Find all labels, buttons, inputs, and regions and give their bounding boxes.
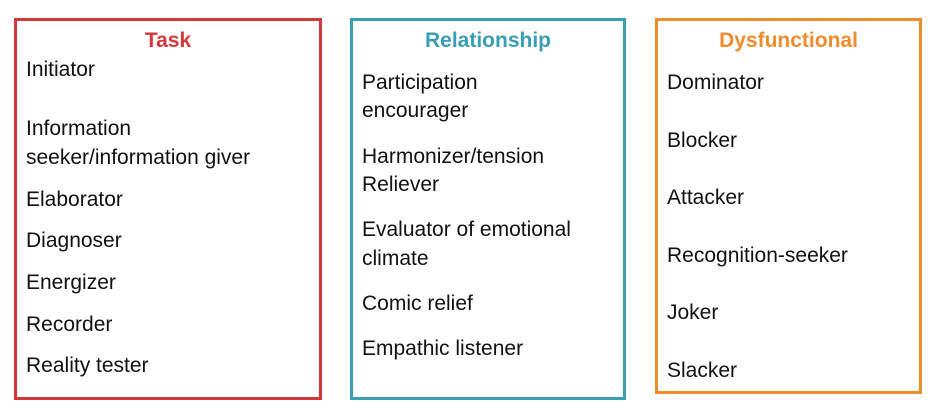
task-role-item: Initiator [26,58,95,81]
task-role-item: Recorder [26,313,113,336]
dysfunctional-role-item: Recognition-seeker [667,244,848,267]
relationship-role-item-line: Harmonizer/tension [362,145,545,168]
relationship-role-item: Comic relief [362,292,473,315]
relationship-role-item-line: Evaluator of emotional [362,218,571,241]
relationship-role-item: Empathic listener [362,337,524,360]
relationship-roles-title: Relationship [424,29,551,52]
task-role-item-line: Information [26,117,132,140]
task-role-item: Reality tester [26,354,149,377]
task-role-item-line: seeker/information giver [26,146,251,169]
dysfunctional-role-item: Joker [667,301,719,324]
relationship-role-item-line: Participation [362,71,478,94]
relationship-roles-box: Relationship Participation encourager Ha… [350,18,626,400]
relationship-role-item-line: encourager [362,99,469,122]
task-role-item: Elaborator [26,188,123,211]
task-roles-box: Task Initiator Information seeker/inform… [14,18,322,400]
task-role-item: Diagnoser [26,229,122,252]
relationship-role-item-line: Reliever [362,173,440,196]
dysfunctional-role-item: Slacker [667,359,738,382]
relationship-role-item-line: climate [362,247,429,270]
task-role-item: Energizer [26,271,116,294]
dysfunctional-role-item: Attacker [667,186,745,209]
dysfunctional-role-item: Blocker [667,129,738,152]
task-roles-title: Task [144,29,192,52]
dysfunctional-roles-box: Dysfunctional Dominator Blocker Attacker… [655,18,922,394]
dysfunctional-role-item: Dominator [667,71,764,94]
dysfunctional-roles-title: Dysfunctional [719,29,858,52]
